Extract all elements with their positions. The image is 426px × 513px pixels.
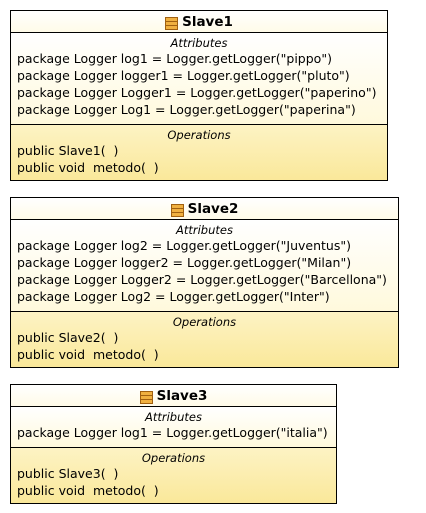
class-icon bbox=[170, 202, 184, 217]
attribute[interactable]: package Logger log2 = Logger.getLogger("… bbox=[17, 238, 351, 253]
class-name: Slave2 bbox=[187, 200, 239, 217]
class-name: Slave3 bbox=[156, 387, 208, 404]
operations-title: Operations bbox=[167, 128, 231, 142]
class-header: Slave3 bbox=[11, 385, 336, 407]
class-slave1[interactable]: Slave1 Attributes package Logger log1 = … bbox=[10, 10, 388, 181]
attribute[interactable]: package Logger Logger1 = Logger.getLogge… bbox=[17, 85, 377, 100]
class-header: Slave2 bbox=[11, 198, 398, 220]
operation[interactable]: public void metodo( ) bbox=[17, 347, 159, 362]
attribute[interactable]: package Logger log1 = Logger.getLogger("… bbox=[17, 51, 332, 66]
attributes-title: Attributes bbox=[170, 36, 228, 50]
operations-title: Operations bbox=[141, 451, 206, 465]
attribute[interactable]: package Logger Log2 = Logger.getLogger("… bbox=[17, 289, 330, 304]
attributes-section: Attributes package Logger log1 = Logger.… bbox=[11, 33, 387, 125]
operations-section: Operations public Slave2( ) public void … bbox=[11, 312, 398, 367]
class-header: Slave1 bbox=[11, 11, 387, 33]
attribute[interactable]: package Logger logger2 = Logger.getLogge… bbox=[17, 255, 352, 270]
operation[interactable]: public void metodo( ) bbox=[17, 483, 159, 498]
attributes-title: Attributes bbox=[176, 223, 233, 237]
attribute[interactable]: package Logger Logger2 = Logger.getLogge… bbox=[17, 272, 387, 287]
class-icon bbox=[165, 15, 179, 30]
class-slave3[interactable]: Slave3 Attributes package Logger log1 = … bbox=[10, 384, 337, 504]
attribute[interactable]: package Logger Log1 = Logger.getLogger("… bbox=[17, 102, 356, 117]
class-icon bbox=[139, 389, 153, 404]
attributes-section: Attributes package Logger log2 = Logger.… bbox=[11, 220, 398, 312]
attribute[interactable]: package Logger log1 = Logger.getLogger("… bbox=[17, 425, 328, 440]
attributes-section: Attributes package Logger log1 = Logger.… bbox=[11, 407, 336, 448]
class-slave2[interactable]: Slave2 Attributes package Logger log2 = … bbox=[10, 197, 399, 368]
operation[interactable]: public Slave3( ) bbox=[17, 466, 119, 481]
class-name: Slave1 bbox=[182, 13, 233, 30]
attribute[interactable]: package Logger logger1 = Logger.getLogge… bbox=[17, 68, 350, 83]
attributes-title: Attributes bbox=[145, 410, 202, 424]
operation[interactable]: public Slave2( ) bbox=[17, 330, 119, 345]
operations-section: Operations public Slave3( ) public void … bbox=[11, 448, 336, 503]
operations-title: Operations bbox=[172, 315, 237, 329]
operation[interactable]: public Slave1( ) bbox=[17, 143, 119, 158]
operation[interactable]: public void metodo( ) bbox=[17, 160, 159, 175]
operations-section: Operations public Slave1( ) public void … bbox=[11, 125, 387, 180]
